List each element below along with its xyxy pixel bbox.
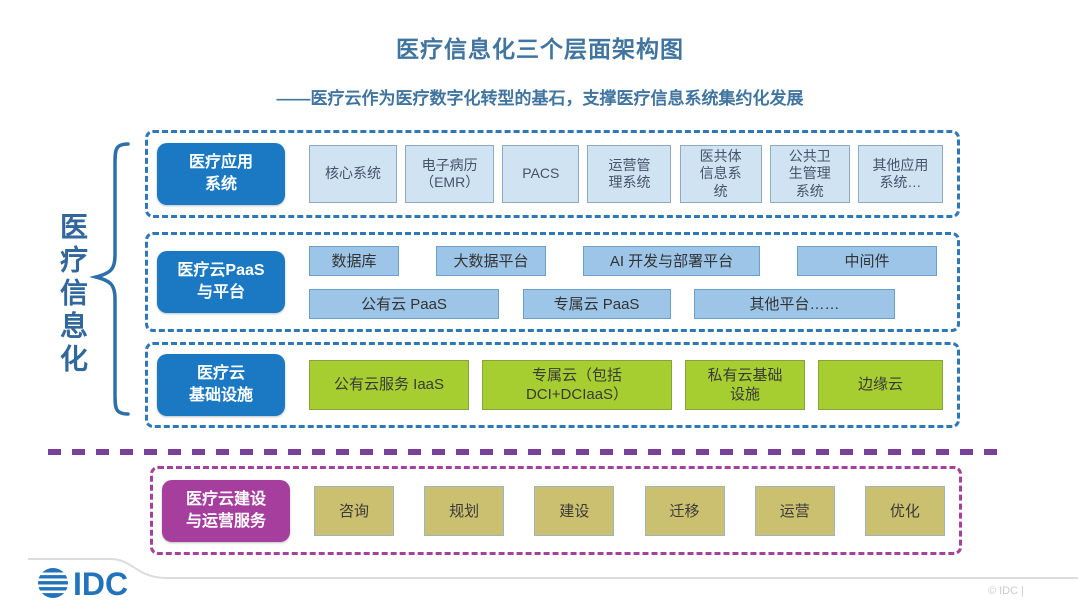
paas-box-ai-platform: AI 开发与部署平台 <box>583 245 760 276</box>
paas-items: 数据库 大数据平台 AI 开发与部署平台 中间件 公有云 PaaS 专属云 Pa… <box>309 245 957 319</box>
service-box-migration: 迁移 <box>644 485 725 536</box>
paas-box-database: 数据库 <box>309 245 399 276</box>
idc-logo: IDC <box>36 562 146 607</box>
layer-infrastructure: 医疗云 基础设施 公有云服务 IaaS 专属云（包括 DCI+DCIaaS） 私… <box>145 342 960 428</box>
layer-services: 医疗云建设 与运营服务 咨询 规划 建设 迁移 运营 优化 <box>150 466 962 555</box>
layer-paas: 医疗云PaaS 与平台 数据库 大数据平台 AI 开发与部署平台 中间件 公有云… <box>145 232 960 332</box>
service-box-building: 建设 <box>534 485 615 536</box>
iaas-box-dedicated-cloud: 专属云（包括 DCI+DCIaaS） <box>482 360 672 410</box>
layer-label-paas: 医疗云PaaS 与平台 <box>157 251 285 313</box>
layer-applications: 医疗应用 系统 核心系统 电子病历 （EMR） PACS 运营管 理系统 医共体… <box>145 130 960 218</box>
paas-box-other-platforms: 其他平台…… <box>694 288 895 319</box>
service-box-operation: 运营 <box>754 485 835 536</box>
iaas-box-private-cloud: 私有云基础 设施 <box>685 360 805 410</box>
page-title: 医疗信息化三个层面架构图 <box>396 36 684 62</box>
applications-items: 核心系统 电子病历 （EMR） PACS 运营管 理系统 医共体 信息系 统 公… <box>309 145 943 203</box>
layer-label-services: 医疗云建设 与运营服务 <box>162 479 290 542</box>
app-box-emr: 电子病历 （EMR） <box>405 145 495 203</box>
infrastructure-items: 公有云服务 IaaS 专属云（包括 DCI+DCIaaS） 私有云基础 设施 边… <box>309 360 943 410</box>
paas-box-bigdata: 大数据平台 <box>436 245 546 276</box>
layer-label-applications: 医疗应用 系统 <box>157 143 285 205</box>
paas-box-middleware: 中间件 <box>797 245 937 276</box>
service-box-optimization: 优化 <box>864 485 945 536</box>
footer-divider-curve <box>0 551 1080 590</box>
app-box-core-system: 核心系统 <box>309 145 397 203</box>
app-box-public-health: 公共卫 生管理 系统 <box>769 145 850 203</box>
service-box-consulting: 咨询 <box>314 485 394 536</box>
services-items: 咨询 规划 建设 迁移 运营 优化 <box>314 485 945 536</box>
side-vertical-label: 医疗信息化 <box>57 212 88 377</box>
svg-text:IDC: IDC <box>73 566 128 602</box>
app-box-operations-mgmt: 运营管 理系统 <box>587 145 672 203</box>
paas-box-dedicated-cloud: 专属云 PaaS <box>522 288 671 319</box>
app-box-other-apps: 其他应用 系统… <box>857 145 943 203</box>
globe-icon <box>36 568 70 598</box>
iaas-box-edge-cloud: 边缘云 <box>818 360 943 410</box>
page-subtitle: ——医疗云作为医疗数字化转型的基石，支撑医疗信息系统集约化发展 <box>276 89 804 108</box>
layer-label-infrastructure: 医疗云 基础设施 <box>157 354 285 416</box>
paas-row-bottom: 公有云 PaaS 专属云 PaaS 其他平台…… <box>309 288 895 319</box>
purple-dashed-divider <box>48 449 1000 455</box>
curly-brace-icon <box>88 141 134 422</box>
paas-box-public-cloud: 公有云 PaaS <box>309 288 499 319</box>
app-box-pacs: PACS <box>502 145 580 203</box>
service-box-planning: 规划 <box>424 485 505 536</box>
app-box-medical-consortium: 医共体 信息系 统 <box>679 145 762 203</box>
copyright-text: © IDC | <box>987 585 1024 597</box>
paas-row-top: 数据库 大数据平台 AI 开发与部署平台 中间件 <box>309 245 937 276</box>
iaas-box-public-cloud: 公有云服务 IaaS <box>309 360 469 410</box>
